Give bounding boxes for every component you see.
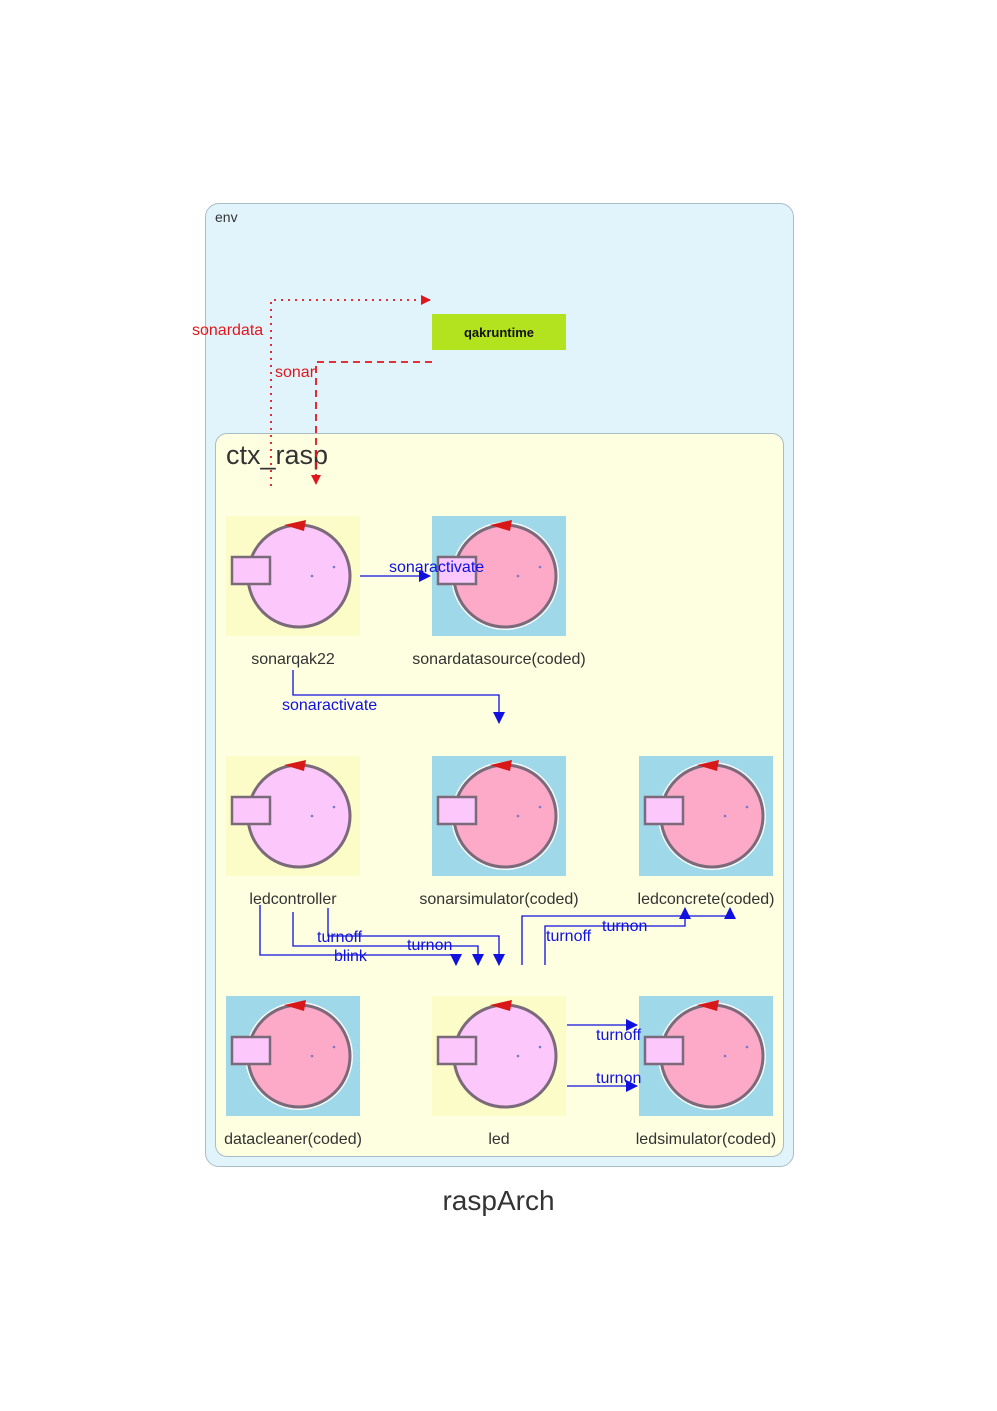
edge-blink <box>259 905 462 966</box>
edge-label-turnoff-3: turnoff <box>596 1027 642 1044</box>
actor-sonardatasource-icon[interactable] <box>432 516 566 636</box>
context-label: ctx_rasp <box>226 440 329 470</box>
diagram-title: raspArch <box>442 1185 555 1216</box>
actor-ledconcrete-label: ledconcrete(coded) <box>637 891 775 908</box>
actor-ledcontroller-icon[interactable] <box>226 756 360 876</box>
edge-sonar <box>311 361 432 485</box>
edge-label-blink: blink <box>334 948 367 965</box>
actor-sonarqak22-label: sonarqak22 <box>251 651 335 668</box>
edge-label-sonardata: sonardata <box>192 322 264 339</box>
edge-label-turnon-2: turnon <box>602 918 648 935</box>
env-label: env <box>215 209 238 225</box>
actor-ledcontroller-label: ledcontroller <box>249 891 337 908</box>
edge-sonardata <box>270 295 431 486</box>
actor-sonarsimulator-label: sonarsimulator(coded) <box>419 891 579 908</box>
actor-sonarsimulator-icon[interactable] <box>432 756 566 876</box>
actor-sonarqak22-icon[interactable] <box>226 516 360 636</box>
actor-ledconcrete-icon[interactable] <box>639 756 773 876</box>
edge-label-turnon-1: turnon <box>407 937 453 954</box>
actor-datacleaner-label: datacleaner(coded) <box>224 1131 362 1148</box>
qakruntime-node[interactable]: qakruntime <box>432 314 566 350</box>
actor-datacleaner-icon[interactable] <box>226 996 360 1116</box>
edge-label-turnoff-1: turnoff <box>317 929 363 946</box>
actor-led-label: led <box>488 1131 510 1148</box>
actor-led-icon[interactable] <box>432 996 566 1116</box>
edge-turnoff-2 <box>521 907 736 965</box>
edge-label-sonaractivate-2: sonaractivate <box>282 697 378 714</box>
edge-label-sonaractivate-1: sonaractivate <box>389 559 485 576</box>
edge-turnon-1 <box>327 908 505 966</box>
edge-turnon-2 <box>544 907 691 965</box>
actor-ledsimulator-icon[interactable] <box>639 996 773 1116</box>
edge-label-sonar: sonar <box>275 364 316 381</box>
actor-sonardatasource-label: sonardatasource(coded) <box>412 651 586 668</box>
edge-turnoff-1 <box>292 912 484 966</box>
edge-label-turnon-3: turnon <box>596 1070 642 1087</box>
edge-sonaractivate-2 <box>292 670 505 724</box>
edge-label-turnoff-2: turnoff <box>546 928 592 945</box>
actor-ledsimulator-label: ledsimulator(coded) <box>635 1131 777 1148</box>
